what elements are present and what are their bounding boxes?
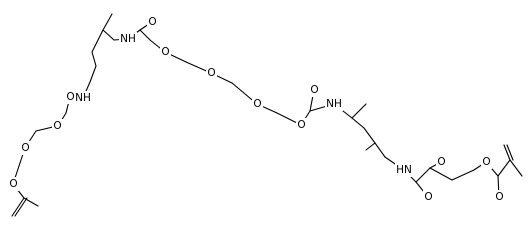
bonds (11, 13, 523, 217)
atom-o14-label: O (495, 191, 503, 203)
atom-o9-label: O (297, 119, 305, 131)
atom-o3-label: O (53, 120, 61, 132)
atom-nh2-label: NH (120, 33, 136, 45)
atom-o2: O (20, 141, 31, 155)
atom-nh3-label: NH (326, 98, 342, 110)
atom-o2-label: O (21, 142, 29, 154)
atom-nh4: HN (395, 163, 413, 177)
bond-line (89, 65, 97, 83)
atom-o8-label: O (253, 98, 261, 110)
bond-line (351, 117, 365, 129)
atom-o10-label: O (310, 84, 318, 96)
bond-line (91, 29, 104, 53)
bond-line (429, 167, 453, 181)
bond-line (415, 167, 431, 183)
bond-line (497, 159, 511, 177)
atom-nh1: NH (74, 91, 92, 105)
bond-line (451, 169, 475, 181)
bond-line (363, 127, 376, 144)
bond-line (102, 13, 113, 31)
atom-o5-label: O (148, 16, 156, 28)
bond-line (139, 29, 151, 41)
atom-o6-label: O (161, 46, 169, 58)
atom-o16: O (1, 1, 2, 2)
atom-nh3: NH (325, 97, 343, 111)
bond-line (91, 51, 97, 67)
atom-o14: O (494, 190, 505, 204)
chemical-structure-diagram: O O O O NH NH O O (1, 1, 523, 217)
atom-o1: O (8, 177, 19, 191)
bond-line (23, 197, 39, 207)
atom-o8: O (252, 97, 263, 111)
atom-o1-label: O (9, 178, 17, 190)
atom-o11-label: O (424, 191, 432, 203)
bond-line (365, 142, 376, 151)
atom-o7: O (206, 66, 217, 80)
bond-line (11, 197, 25, 217)
atom-o12: O (436, 155, 447, 169)
atom-o10: O (309, 83, 320, 97)
atom-o5: O (147, 15, 158, 29)
bond-line (351, 103, 367, 119)
bond-line (506, 144, 514, 161)
atom-o9: O (296, 118, 307, 132)
atom-o4: O (65, 90, 76, 104)
atom-o4-label: O (66, 91, 74, 103)
atom-labels: O O O O NH NH O O (1, 1, 505, 204)
atom-o6: O (160, 45, 171, 59)
atom-nh4-label: HN (396, 164, 412, 176)
atom-o7-label: O (207, 67, 215, 79)
bond-line (503, 144, 511, 161)
bond-line (374, 142, 386, 158)
bond-line (509, 159, 523, 177)
atom-nh1-label: NH (75, 92, 91, 104)
atom-o3: O (52, 119, 63, 133)
atom-o13-label: O (482, 156, 490, 168)
bond-line (102, 29, 115, 41)
atom-o13: O (481, 155, 492, 169)
atom-nh2: NH (119, 32, 137, 46)
atom-o11: O (423, 190, 434, 204)
atom-o12-label: O (437, 156, 445, 168)
bond-line (14, 197, 28, 217)
